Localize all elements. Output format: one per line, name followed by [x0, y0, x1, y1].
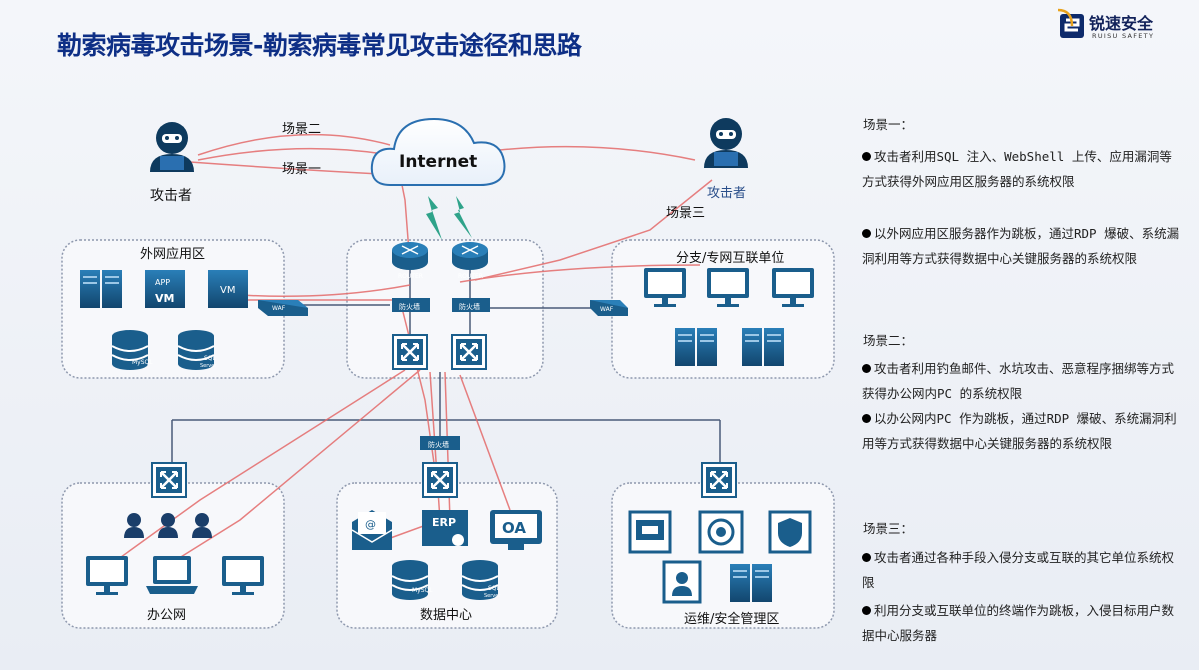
waf-icon: WAF: [258, 300, 308, 316]
logo-name: 锐速安全: [1089, 14, 1154, 33]
scenario-2-bullet-2: 以办公网内PC 作为跳板，通过RDP 爆破、系统漏洞利用等方式获得数据中心关键服…: [862, 411, 1177, 451]
oa-label: OA: [502, 519, 526, 537]
lightning-icon: [426, 196, 442, 240]
attacker-right-icon: [704, 118, 748, 168]
zone-datacenter-label: 数据中心: [420, 608, 472, 623]
waf-label: WAF: [600, 306, 614, 313]
attacker-right-label: 攻击者: [707, 186, 746, 201]
oa-server-icon: OA: [490, 510, 542, 550]
attacker-left-label: 攻击者: [150, 188, 192, 204]
scenario-1-label: 场景一: [282, 162, 321, 177]
sql-server-database-icon: SQL Server: [461, 559, 501, 601]
mysql-label: MySQL: [412, 587, 433, 594]
scenario-2-label: 场景二: [282, 122, 321, 137]
scenario-3-bullet-2: 利用分支或互联单位的终端作为跳板，入侵目标用户数据中心服务器: [862, 603, 1175, 643]
zone-core: [346, 239, 544, 379]
bullet-dot-icon: [862, 414, 871, 423]
bullet-dot-icon: [862, 606, 871, 615]
security-scan-icon: [698, 510, 744, 554]
email-server-icon: @: [351, 510, 393, 550]
shield-icon: [768, 510, 812, 554]
datacenter-switch-icon: [421, 461, 459, 499]
mysql-label: MySQL: [132, 359, 153, 366]
mysql-database-icon: MySQL: [111, 329, 153, 371]
scenario-1-bullet-2: 以外网应用区服务器作为跳板，通过RDP 爆破、系统漏洞利用等方式获得数据中心关键…: [862, 226, 1180, 266]
zone-ops-label: 运维/安全管理区: [684, 611, 779, 627]
bastion-host-icon: [662, 560, 702, 604]
mysql-database-icon: MySQL: [391, 559, 433, 601]
waf-label: WAF: [272, 305, 286, 312]
vm-label: VM: [220, 285, 235, 296]
bullet-dot-icon: [862, 364, 871, 373]
page-title: 勒索病毒攻击场景-勒索病毒常见攻击途径和思路: [57, 31, 582, 60]
laptop-icon: [146, 556, 198, 594]
zone-external-label: 外网应用区: [140, 246, 205, 262]
firewall-label: 防火墙: [428, 440, 449, 449]
sql-server-database-icon: SQL Server: [177, 329, 217, 371]
bullet-dot-icon: [862, 152, 871, 161]
scenario-3-label: 场景三: [666, 206, 705, 221]
sql-label: SQL: [204, 355, 217, 362]
router-label: ROUTER: [458, 273, 483, 280]
scenario-3-bullet-1: 攻击者通过各种手段入侵分支或互联的其它单位系统权限: [862, 550, 1175, 590]
bullet-dot-icon: [862, 229, 871, 238]
waf-icon: WAF: [590, 300, 628, 316]
office-switch-icon: [150, 461, 188, 499]
app-vm-icon: APP VM: [145, 270, 185, 308]
scenario-3-title: 场景三：: [863, 521, 914, 536]
firewall-label: 防火墙: [399, 302, 420, 311]
firewall-icon: 防火墙: [420, 436, 460, 450]
logo-subtitle: RUISU SAFETY: [1092, 32, 1155, 40]
firewall-icon: 防火墙: [452, 298, 490, 312]
erp-server-icon: ERP: [422, 510, 468, 546]
internet-uplinks: [426, 196, 472, 240]
router-icon: ROUTER: [452, 242, 488, 280]
bullet-dot-icon: [862, 553, 871, 562]
erp-label: ERP: [432, 516, 456, 529]
core-switch-icon: [391, 333, 429, 371]
zone-branch-label: 分支/专网互联单位: [676, 251, 784, 266]
app-label: APP: [155, 278, 170, 287]
router-label: ROUTER: [398, 273, 423, 280]
internet-label: Internet: [399, 152, 477, 172]
zone-ops: [611, 482, 835, 629]
vm-icon: VM: [208, 270, 248, 308]
zone-office-label: 办公网: [147, 608, 186, 623]
scenario-1-title: 场景一：: [863, 117, 914, 132]
core-switch-icon: [450, 333, 488, 371]
firewall-label: 防火墙: [459, 302, 480, 311]
logo-icon: [1057, 8, 1084, 38]
attacker-left-icon: [150, 122, 194, 172]
server-label: Server: [484, 593, 501, 599]
lightning-icon: [454, 196, 472, 238]
network-diagram: Internet 攻击者 攻击者 场景二 场景一 场景三 外网应用区 分支/专网…: [61, 117, 835, 629]
audit-monitor-icon: [628, 510, 672, 554]
internet-cloud-icon: [370, 117, 506, 186]
sql-label: SQL: [488, 585, 501, 592]
server-label: Server: [200, 363, 217, 369]
router-icon: ROUTER: [392, 242, 428, 280]
svg-text:@: @: [365, 518, 376, 531]
firewall-icon: 防火墙: [392, 298, 430, 312]
zone-datacenter: [336, 482, 558, 629]
scenario-2-bullet-1: 攻击者利用钓鱼邮件、水坑攻击、恶意程序捆绑等方式获得办公网内PC 的系统权限: [862, 361, 1175, 401]
ops-switch-icon: [700, 461, 738, 499]
scenario-2-title: 场景二：: [863, 333, 914, 348]
zone-office: [61, 482, 285, 629]
scenario-1-bullet-1: 攻击者利用SQL 注入、WebShell 上传、应用漏洞等方式获得外网应用区服务…: [862, 149, 1172, 189]
vm-label: VM: [155, 292, 174, 305]
